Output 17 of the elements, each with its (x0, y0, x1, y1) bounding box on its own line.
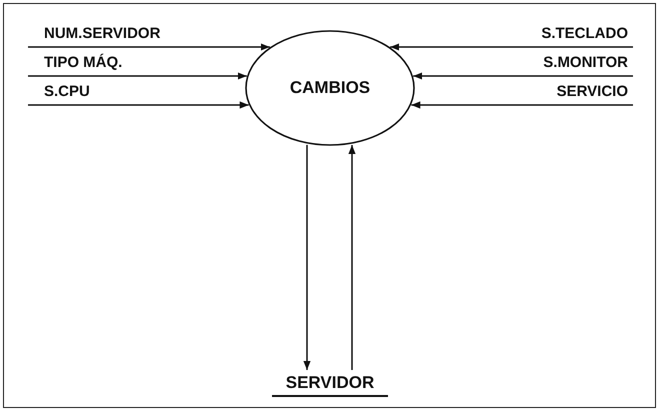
edge-label: SERVICIO (556, 83, 628, 101)
process-ellipse (245, 30, 415, 146)
edge-label: S.CPU (44, 83, 90, 101)
arrow (303, 144, 311, 370)
edge-label: S.TECLADO (541, 25, 628, 43)
arrow (28, 43, 270, 51)
arrow (28, 72, 247, 80)
store-name: SERVIDOR (286, 373, 374, 393)
arrow (348, 145, 356, 370)
edge-label: NUM.SERVIDOR (44, 25, 160, 43)
arrow (413, 72, 633, 80)
process-name: CAMBIOS (290, 78, 370, 98)
edge-label: S.MONITOR (543, 54, 628, 72)
arrow (28, 101, 249, 109)
edge-label: TIPO MÁQ. (44, 54, 122, 72)
arrow (390, 43, 633, 51)
arrow (411, 101, 633, 109)
